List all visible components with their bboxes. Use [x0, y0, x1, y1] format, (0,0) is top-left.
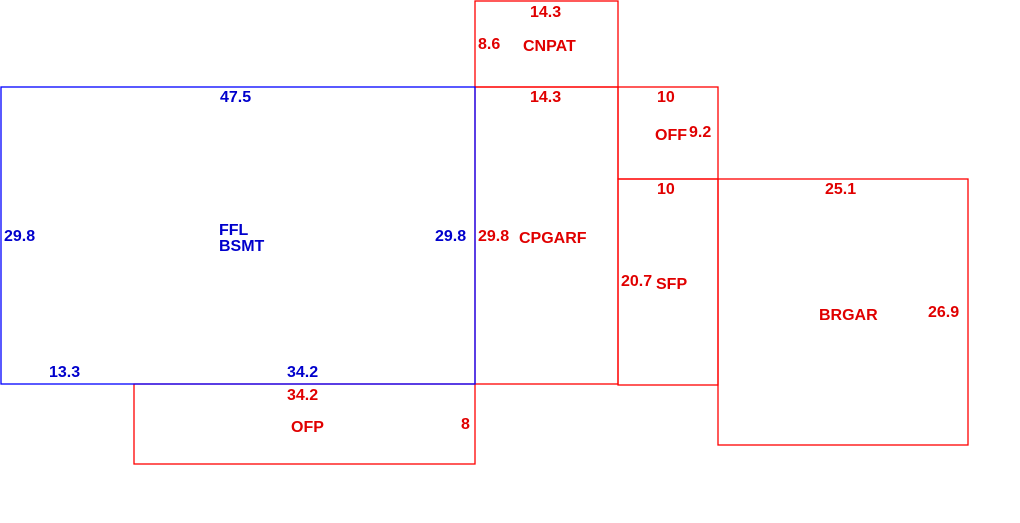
off-dim-right: 9.2	[689, 124, 711, 141]
cnpat-dim-top: 14.3	[530, 4, 561, 21]
ofp-dim-right: 8	[461, 416, 470, 433]
sfp-dim-top: 10	[657, 181, 675, 198]
ofp-name: OFP	[291, 419, 324, 436]
cpgarf-name: CPGARF	[519, 230, 587, 247]
ffl-dim-top: 47.5	[220, 89, 251, 106]
brgar-name: BRGAR	[819, 307, 878, 324]
ffl-name-line2: BSMT	[219, 238, 265, 255]
ffl-outline	[0, 86, 476, 385]
cnpat-dim-left: 8.6	[478, 36, 500, 53]
brgar-dim-right: 26.9	[928, 304, 959, 321]
sfp-dim-left: 20.7	[621, 273, 652, 290]
ofp-dim-top: 34.2	[287, 387, 318, 404]
ffl-dim-left: 29.8	[4, 228, 35, 245]
off-name: OFF	[655, 127, 687, 144]
off-dim-top: 10	[657, 89, 675, 106]
ffl-dim-bottom-right: 34.2	[287, 364, 318, 381]
brgar-outline	[717, 178, 969, 446]
brgar-dim-top: 25.1	[825, 181, 856, 198]
ffl-name-line1: FFL	[219, 222, 249, 239]
sfp-name: SFP	[656, 276, 687, 293]
ffl-dim-bottom-left: 13.3	[49, 364, 80, 381]
cpgarf-dim-left: 29.8	[478, 228, 509, 245]
ffl-dim-right: 29.8	[435, 228, 466, 245]
cpgarf-dim-top: 14.3	[530, 89, 561, 106]
cnpat-name: CNPAT	[523, 38, 576, 55]
